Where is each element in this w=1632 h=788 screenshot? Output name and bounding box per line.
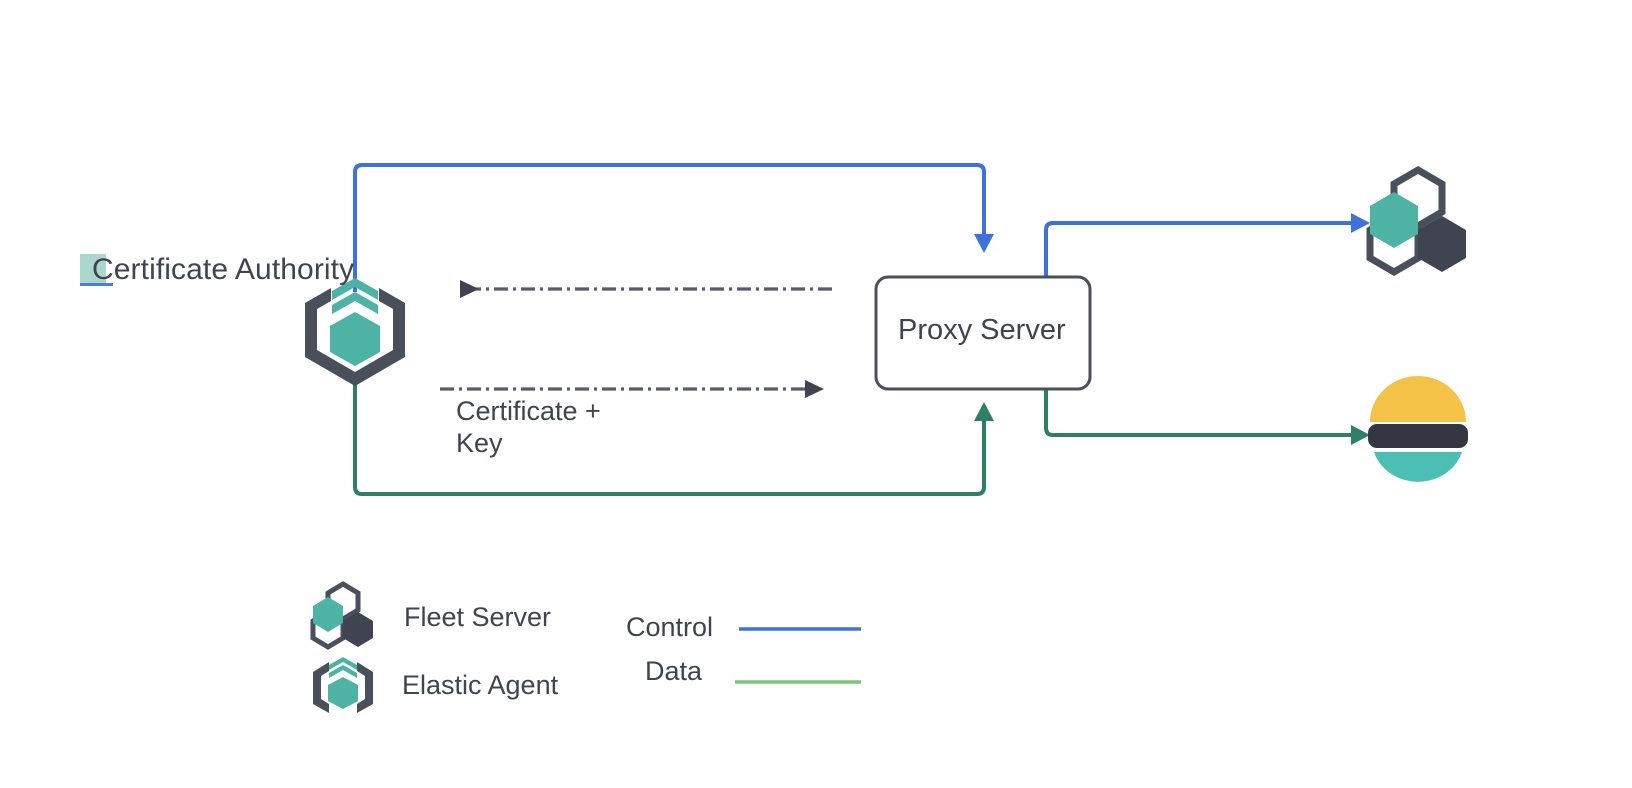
legend-elastic-agent-label: Elastic Agent <box>402 670 559 700</box>
legend-fleet-server-icon <box>310 581 373 650</box>
edge-control-proxy-to-fleet <box>1044 213 1370 276</box>
elastic-agent-icon <box>305 278 405 386</box>
edge-data-proxy-to-elasticsearch <box>1044 390 1370 445</box>
legend-control-label: Control <box>626 612 714 642</box>
certificate-authority-underline <box>80 283 113 286</box>
legend-fleet-server-label: Fleet Server <box>404 602 552 632</box>
proxy-server-label: Proxy Server <box>898 314 1066 346</box>
legend-elastic-agent-icon <box>313 657 373 713</box>
certificate-authority-highlight <box>80 254 106 285</box>
certificate-key-edge-label: Certificate + Key <box>456 396 601 458</box>
elasticsearch-icon <box>1368 376 1468 482</box>
node-proxy-server[interactable] <box>874 275 1092 391</box>
edge-control-agent-to-proxy <box>353 163 994 292</box>
edge-data-agent-to-proxy <box>353 376 994 496</box>
certificate-authority-label: Certificate Authority <box>92 253 355 286</box>
fleet-server-icon <box>1366 165 1466 277</box>
legend-data-label: Data <box>645 656 703 686</box>
